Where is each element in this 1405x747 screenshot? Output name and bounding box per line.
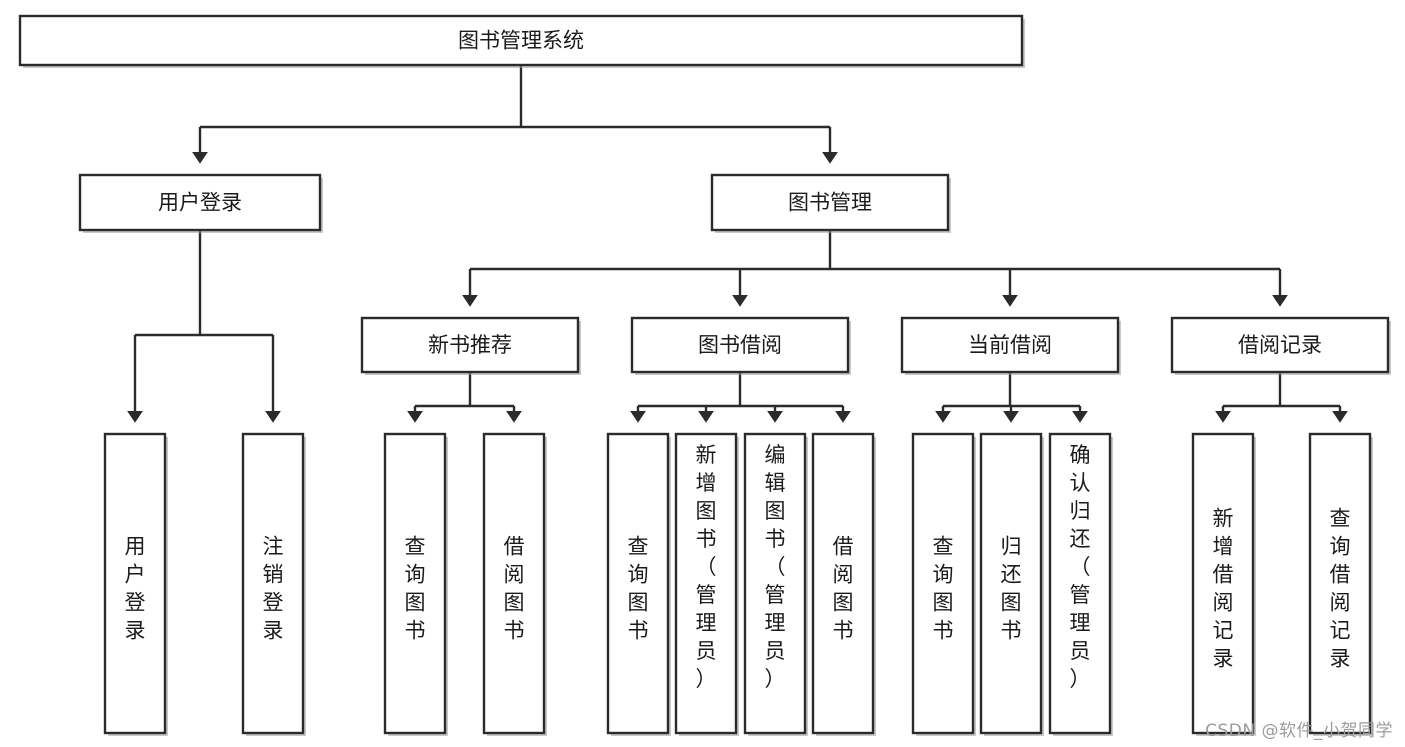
node-label: 当前借阅 xyxy=(968,333,1052,357)
node-rect[interactable] xyxy=(743,432,807,735)
node-rect[interactable] xyxy=(482,432,546,735)
node-leaf-add-borrow-record[interactable]: 新增借阅记录 xyxy=(1191,432,1256,736)
node-current-borrow[interactable]: 当前借阅 xyxy=(900,316,1121,375)
node-book-management[interactable]: 图书管理 xyxy=(710,173,951,233)
node-label: 借阅记录 xyxy=(1238,333,1322,357)
node-label: 编辑图书（管理员） xyxy=(765,443,786,691)
node-leaf-borrow-book[interactable]: 借阅图书 xyxy=(811,432,876,736)
node-leaf-add-book[interactable]: 新增图书（管理员） xyxy=(674,432,739,736)
node-user-login[interactable]: 用户登录 xyxy=(78,173,323,233)
node-label: 新增借阅记录 xyxy=(1213,507,1234,671)
node-leaf-return-book[interactable]: 归还图书 xyxy=(979,432,1044,736)
node-rect[interactable] xyxy=(1048,432,1112,735)
node-rect[interactable] xyxy=(979,432,1043,735)
node-label: 查询借阅记录 xyxy=(1330,507,1351,671)
node-rect[interactable] xyxy=(383,432,447,735)
node-label: 确认归还（管理员） xyxy=(1070,443,1091,691)
node-new-book-recommend[interactable]: 新书推荐 xyxy=(360,316,581,375)
node-rect[interactable] xyxy=(103,432,167,735)
node-label: 查询图书 xyxy=(405,535,426,643)
node-leaf-user-login[interactable]: 用户登录 xyxy=(103,432,168,736)
node-label: 借阅图书 xyxy=(504,535,525,643)
node-leaf-query-book-borrow[interactable]: 查询图书 xyxy=(606,432,671,736)
node-rect[interactable] xyxy=(606,432,670,735)
node-borrow-record[interactable]: 借阅记录 xyxy=(1170,316,1391,375)
node-leaf-query-book-current[interactable]: 查询图书 xyxy=(911,432,976,736)
connector-layer xyxy=(127,65,1348,423)
node-leaf-confirm-return[interactable]: 确认归还（管理员） xyxy=(1048,432,1113,736)
node-leaf-edit-book[interactable]: 编辑图书（管理员） xyxy=(743,432,808,736)
node-rect[interactable] xyxy=(1308,432,1372,735)
node-rect[interactable] xyxy=(1191,432,1255,735)
node-rect[interactable] xyxy=(78,173,322,232)
node-leaf-query-book-new[interactable]: 查询图书 xyxy=(383,432,448,736)
node-rect[interactable] xyxy=(360,316,580,374)
node-book-borrow[interactable]: 图书借阅 xyxy=(630,316,851,375)
node-rect[interactable] xyxy=(674,432,738,735)
node-leaf-query-borrow-record[interactable]: 查询借阅记录 xyxy=(1308,432,1373,736)
node-label: 查询图书 xyxy=(628,535,649,643)
node-rect[interactable] xyxy=(241,432,305,735)
node-rect[interactable] xyxy=(900,316,1120,374)
node-rect[interactable] xyxy=(811,432,875,735)
node-layer: 图书管理系统用户登录图书管理新书推荐图书借阅当前借阅借阅记录用户登录注销登录查询… xyxy=(18,14,1391,736)
node-label: 归还图书 xyxy=(1001,535,1022,643)
node-label: 借阅图书 xyxy=(833,535,854,643)
node-root[interactable]: 图书管理系统 xyxy=(18,14,1025,68)
node-rect[interactable] xyxy=(1170,316,1390,374)
node-rect[interactable] xyxy=(18,14,1024,67)
node-label: 用户登录 xyxy=(158,191,242,215)
node-label: 图书借阅 xyxy=(698,333,782,357)
node-label: 新增图书（管理员） xyxy=(696,443,717,691)
node-label: 图书管理 xyxy=(788,191,872,215)
node-rect[interactable] xyxy=(630,316,850,374)
node-leaf-borrow-book-new[interactable]: 借阅图书 xyxy=(482,432,547,736)
node-label: 新书推荐 xyxy=(428,333,512,357)
node-label: 查询图书 xyxy=(933,535,954,643)
node-rect[interactable] xyxy=(710,173,950,232)
node-label: 用户登录 xyxy=(125,535,146,643)
node-rect[interactable] xyxy=(911,432,975,735)
node-label: 注销登录 xyxy=(263,535,284,643)
node-label: 图书管理系统 xyxy=(458,29,584,53)
node-leaf-user-logout[interactable]: 注销登录 xyxy=(241,432,306,736)
